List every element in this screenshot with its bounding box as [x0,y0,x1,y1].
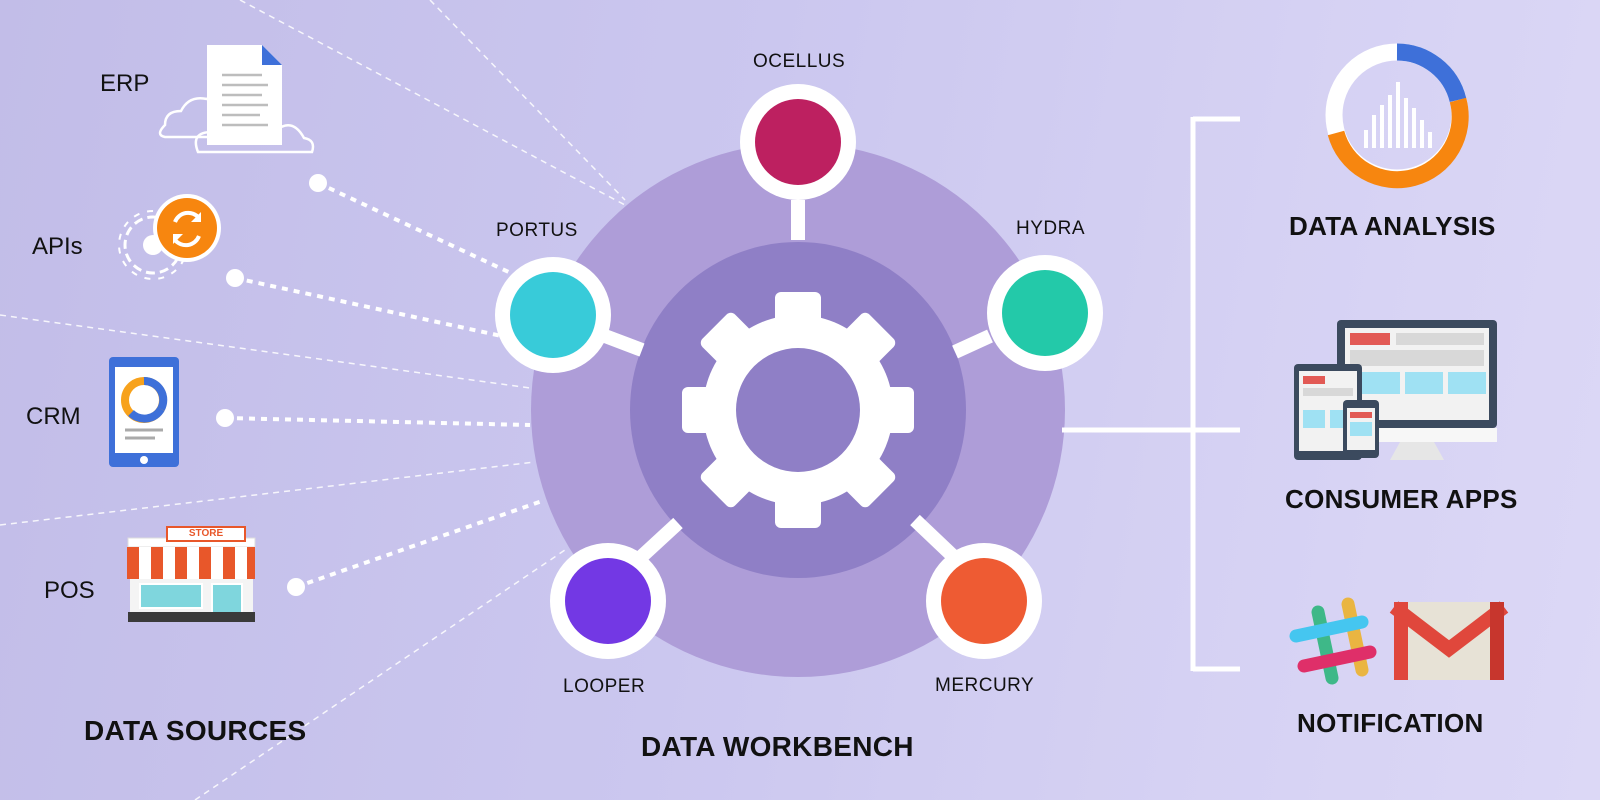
node-label-ocellus: OCELLUS [753,51,846,72]
node-hydra [987,255,1103,371]
output-label-data-analysis: DATA ANALYSIS [1289,211,1496,241]
source-label-pos: POS [44,577,95,604]
slack-gmail-icon [1289,597,1509,685]
node-ocellus [740,84,856,200]
source-label-erp: ERP [100,70,150,97]
document-cloud-icon [158,45,315,154]
donut-chart-icon [1325,43,1469,189]
store-icon [127,537,256,622]
source-label-apis: APIs [32,233,83,260]
source-connectors [224,181,546,589]
gear-sync-icon [118,194,221,280]
workbench-hub [531,143,1065,677]
output-label-notification: NOTIFICATION [1297,708,1484,738]
store-sign: STORE [166,526,246,542]
output-label-consumer-apps: CONSUMER APPS [1285,484,1518,514]
node-label-mercury: MERCURY [935,675,1035,696]
devices-icon [1294,320,1497,460]
node-mercury [926,543,1042,659]
node-label-portus: PORTUS [496,220,578,241]
data-workbench-title: DATA WORKBENCH [641,731,914,762]
node-label-looper: LOOPER [563,676,646,697]
background-rays [0,0,626,800]
data-sources-title: DATA SOURCES [84,715,307,746]
output-bracket [1062,116,1240,672]
node-portus [495,257,611,373]
node-looper [550,543,666,659]
node-label-hydra: HYDRA [1016,218,1086,239]
source-label-crm: CRM [26,403,81,430]
tablet-chart-icon [109,357,179,467]
connector-dots [216,174,327,596]
